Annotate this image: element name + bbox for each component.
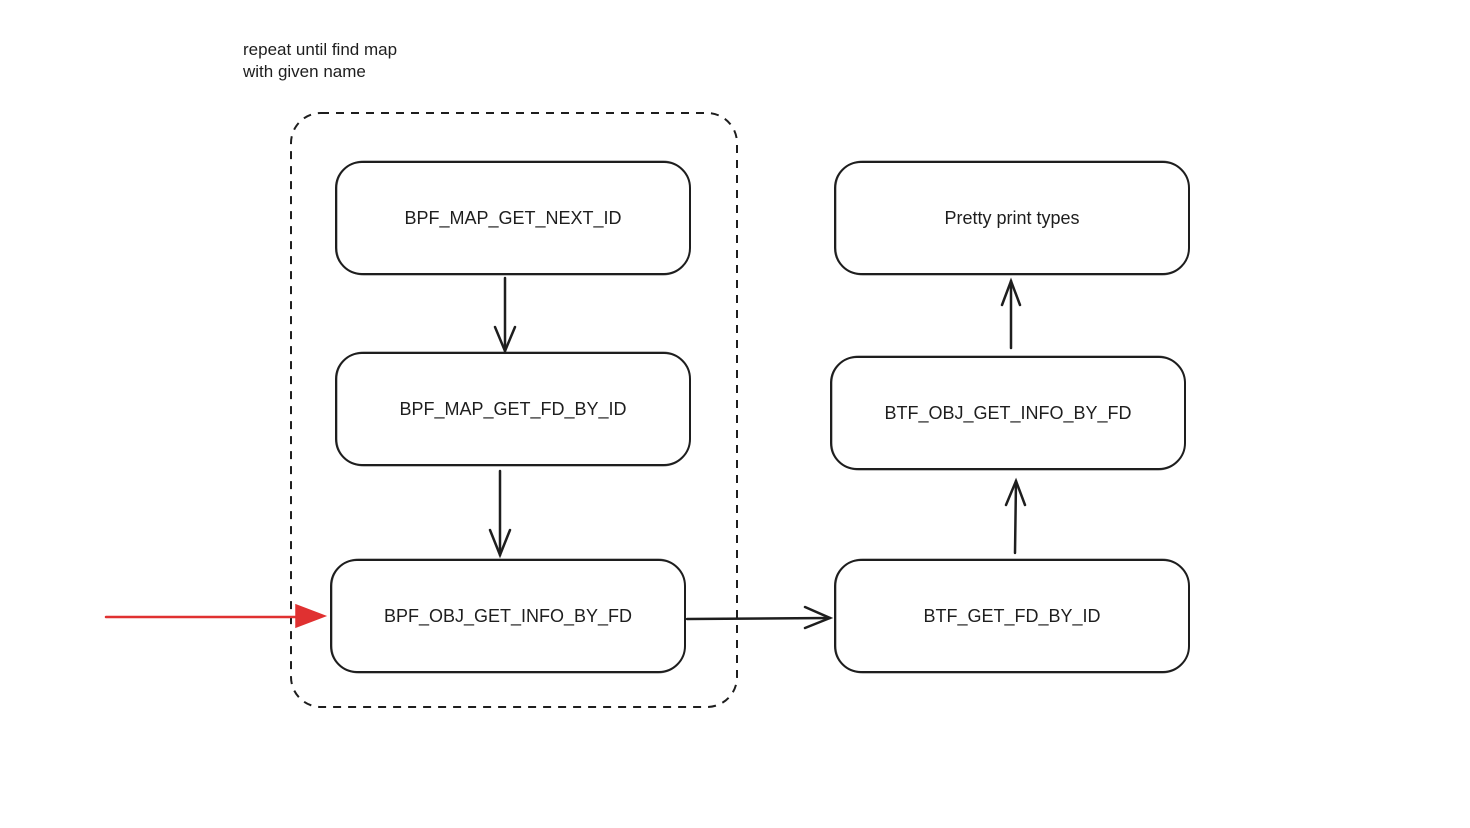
arrow-btf-fd-to-btf-obj-info [1004,477,1027,555]
arrow-obj-info-to-btf-fd [685,605,834,630]
loop-note: repeat until find map with given name [243,39,397,83]
box-map-get-next-id[interactable] [335,160,691,276]
box-pretty-print-types[interactable] [834,160,1190,276]
label-btf-obj-get-info-by-fd: BTF_OBJ_GET_INFO_BY_FD [884,402,1132,423]
label-map-get-fd-by-id: BPF_MAP_GET_FD_BY_ID [399,398,627,419]
arrow-fd-by-id-to-obj-info [488,469,512,559]
loop-note-line-2: with given name [243,62,366,81]
box-btf-obj-get-info-by-fd[interactable] [830,355,1186,471]
loop-note-line-1: repeat until find map [243,40,398,59]
label-bpf-obj-get-info-by-fd: BPF_OBJ_GET_INFO_BY_FD [383,605,633,626]
label-pretty-print-types: Pretty print types [944,207,1080,228]
arrow-btf-obj-info-to-pretty-print [1000,277,1022,350]
label-map-get-next-id: BPF_MAP_GET_NEXT_ID [404,207,622,228]
box-bpf-obj-get-info-by-fd[interactable] [330,558,686,674]
box-btf-get-fd-by-id[interactable] [834,558,1190,674]
entry-arrow [104,603,328,629]
label-btf-get-fd-by-id: BTF_GET_FD_BY_ID [923,605,1101,626]
arrow-next-id-to-fd-by-id [493,276,517,355]
loop-group-dashed-border [290,112,738,708]
box-map-get-fd-by-id[interactable] [335,351,691,467]
